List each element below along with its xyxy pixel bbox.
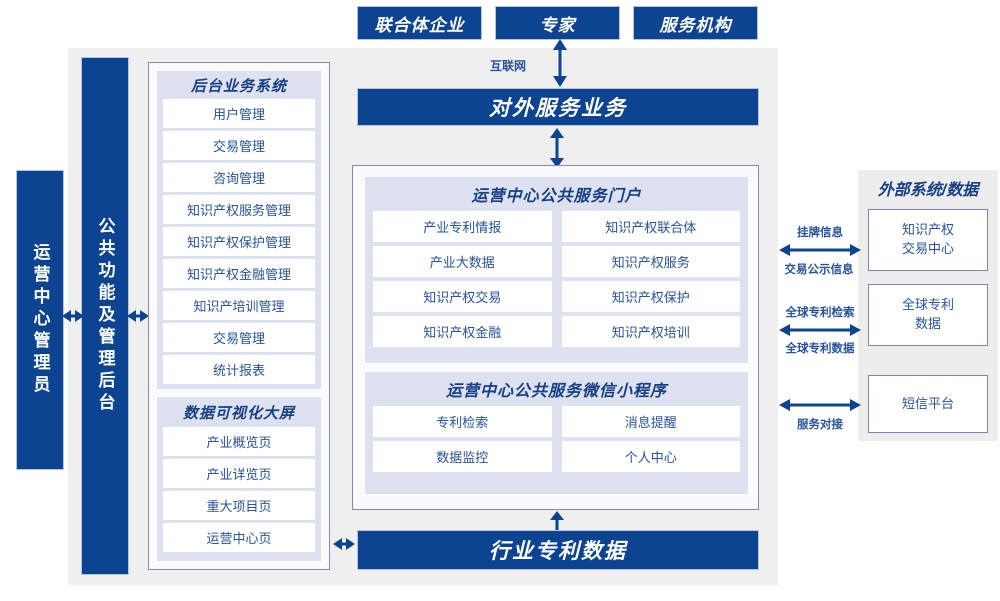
data-visualization-group: 数据可视化大屏 产业概览页 产业详览页 重大项目页 运营中心页 <box>157 397 321 561</box>
connector-label-global-patent-search: 全球专利检索 <box>785 307 855 319</box>
backend-item-ip-service-management[interactable]: 知识产权服务管理 <box>163 195 315 224</box>
miniprogram-item-data-monitoring[interactable]: 数据监控 <box>373 441 552 472</box>
backend-item-consulting-management[interactable]: 咨询管理 <box>163 163 315 192</box>
external-service-bar: 对外服务业务 <box>357 88 759 126</box>
dataviz-item-operation-center[interactable]: 运营中心页 <box>163 523 315 552</box>
external-service-label: 对外服务业务 <box>489 97 627 120</box>
admin-vertical-label: 运营中心管理员 <box>30 243 50 397</box>
external-box-global-patent-data[interactable]: 全球专利 数据 <box>868 284 988 346</box>
backend-to-industry-data-arrow-icon <box>333 533 355 555</box>
connector-label-service-docking: 服务对接 <box>797 419 843 431</box>
top-actor-box-1: 联合体企业 <box>357 6 482 40</box>
common-functions-vertical-bar: 公共功能及管理后台 <box>81 57 129 575</box>
backend-item-ip-protection-management[interactable]: 知识产权保护管理 <box>163 227 315 256</box>
external-connector-arrow-3-icon <box>779 395 861 415</box>
backend-item-statistics-report[interactable]: 统计报表 <box>163 355 315 384</box>
backend-business-group-title: 后台业务系统 <box>190 77 287 95</box>
center-panel: 运营中心公共服务门户 产业专利情报 知识产权联合体 产业大数据 知识产权服务 知… <box>352 165 759 510</box>
industry-patent-data-label: 行业专利数据 <box>489 540 627 563</box>
portal-item-industry-patent-intel[interactable]: 产业专利情报 <box>373 211 552 242</box>
external-systems-title: 外部系统/数据 <box>877 182 979 199</box>
top-actor-box-3: 服务机构 <box>633 6 758 40</box>
connector-label-global-patent-data: 全球专利数据 <box>785 343 855 355</box>
portal-item-ip-training[interactable]: 知识产权培训 <box>561 316 740 347</box>
backend-panel: 后台业务系统 用户管理 交易管理 咨询管理 知识产权服务管理 知识产权保护管理 … <box>148 62 330 570</box>
miniprogram-item-personal-center[interactable]: 个人中心 <box>561 441 740 472</box>
top-actor-label-2: 专家 <box>539 15 576 35</box>
portal-item-ip-protection[interactable]: 知识产权保护 <box>561 281 740 312</box>
portal-item-ip-service[interactable]: 知识产权服务 <box>561 246 740 277</box>
internet-arrow-icon <box>549 38 571 88</box>
admin-vertical-bar: 运营中心管理员 <box>16 170 64 470</box>
portal-item-ip-finance[interactable]: 知识产权金融 <box>373 316 552 347</box>
service-to-portal-arrow-icon <box>546 128 568 168</box>
external-box-global-patent-data-label: 全球专利 数据 <box>901 297 954 331</box>
backend-item-ip-finance-management[interactable]: 知识产权金融管理 <box>163 259 315 288</box>
wechat-miniprogram-title: 运营中心公共服务微信小程序 <box>445 383 667 400</box>
wechat-miniprogram-group: 运营中心公共服务微信小程序 专利检索 消息提醒 数据监控 个人中心 <box>365 372 748 494</box>
admin-to-common-arrow-icon <box>62 305 84 327</box>
connector-label-transaction-disclosure: 交易公示信息 <box>784 264 854 276</box>
backend-item-ip-training-management[interactable]: 知识产培训管理 <box>163 291 315 320</box>
external-box-sms-platform-label: 短信平台 <box>901 395 954 411</box>
backend-business-group: 后台业务系统 用户管理 交易管理 咨询管理 知识产权服务管理 知识产权保护管理 … <box>157 71 321 389</box>
external-box-ip-trading-center-label: 知识产权 交易中心 <box>901 222 954 256</box>
external-box-sms-platform[interactable]: 短信平台 <box>868 375 988 433</box>
dataviz-item-industry-detail[interactable]: 产业详览页 <box>163 459 315 488</box>
backend-item-transaction-management-1[interactable]: 交易管理 <box>163 131 315 160</box>
miniprogram-item-patent-search[interactable]: 专利检索 <box>373 406 552 437</box>
portal-item-industry-big-data[interactable]: 产业大数据 <box>373 246 552 277</box>
dataviz-item-industry-overview[interactable]: 产业概览页 <box>163 427 315 456</box>
common-to-backend-arrow-icon <box>127 305 149 327</box>
data-visualization-group-title: 数据可视化大屏 <box>182 404 295 422</box>
external-connector-arrow-2-icon <box>779 320 861 340</box>
dataviz-item-major-projects[interactable]: 重大项目页 <box>163 491 315 520</box>
backend-item-transaction-management-2[interactable]: 交易管理 <box>163 323 315 352</box>
public-service-portal-group: 运营中心公共服务门户 产业专利情报 知识产权联合体 产业大数据 知识产权服务 知… <box>365 177 748 363</box>
internet-label: 互联网 <box>490 59 527 73</box>
top-actor-label-3: 服务机构 <box>659 15 732 35</box>
backend-item-user-management[interactable]: 用户管理 <box>163 99 315 128</box>
external-box-ip-trading-center[interactable]: 知识产权 交易中心 <box>868 209 988 271</box>
industry-patent-data-bar: 行业专利数据 <box>357 530 759 570</box>
external-connector-arrow-1-icon <box>779 240 861 260</box>
top-actor-label-1: 联合体企业 <box>374 15 465 35</box>
miniprogram-item-message-alert[interactable]: 消息提醒 <box>561 406 740 437</box>
common-functions-vertical-label: 公共功能及管理后台 <box>95 217 115 415</box>
public-service-portal-title: 运营中心公共服务门户 <box>471 188 642 205</box>
connector-label-listing-info: 挂牌信息 <box>797 227 843 239</box>
portal-item-ip-transaction[interactable]: 知识产权交易 <box>373 281 552 312</box>
portal-item-ip-consortium[interactable]: 知识产权联合体 <box>561 211 740 242</box>
top-actor-box-2: 专家 <box>495 6 620 40</box>
